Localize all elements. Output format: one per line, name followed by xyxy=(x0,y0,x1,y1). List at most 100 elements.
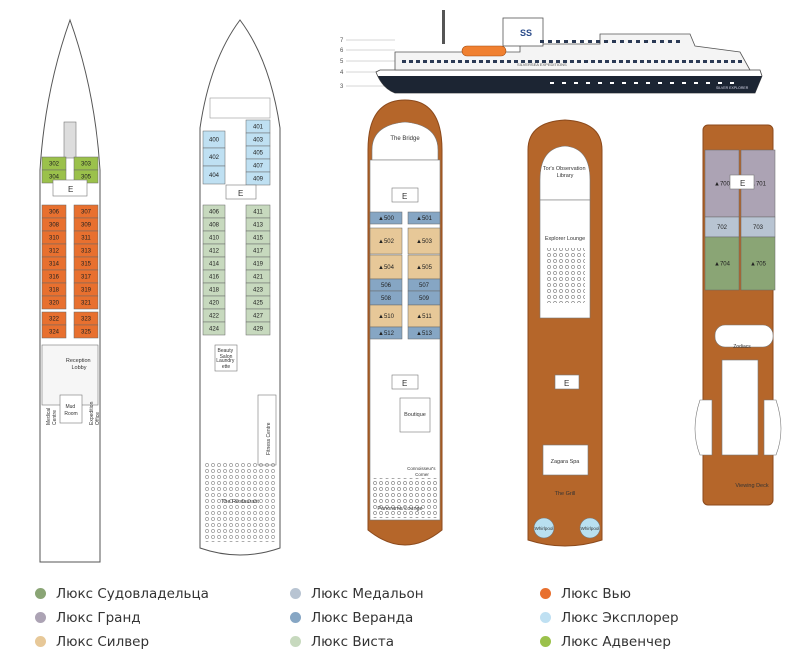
deck-6-stairs xyxy=(554,374,580,390)
deck-7-viewing-label: Viewing Deck xyxy=(735,483,768,489)
elevator-icon: E xyxy=(740,179,745,188)
window xyxy=(580,40,584,43)
window xyxy=(437,60,441,63)
deck-5-stairs xyxy=(391,187,419,203)
deck-4-restaurant-label: The Restaurant xyxy=(221,499,259,505)
deck-5-boutique-label: Boutique xyxy=(404,412,426,418)
suite-513 xyxy=(407,326,441,340)
window xyxy=(652,40,656,43)
deck-4-laundry-label: Laundry ette xyxy=(216,358,235,370)
window xyxy=(605,60,609,63)
window xyxy=(493,60,497,63)
window xyxy=(619,60,623,63)
suite-404 xyxy=(202,165,226,185)
window xyxy=(591,60,595,63)
window xyxy=(570,60,574,63)
lifeboat xyxy=(461,45,507,57)
window xyxy=(731,60,735,63)
window xyxy=(689,60,693,63)
window xyxy=(577,60,581,63)
legend-swatch xyxy=(35,587,46,599)
window xyxy=(423,60,427,63)
suite-402-number: 402 xyxy=(209,155,220,161)
window xyxy=(542,60,546,63)
suite-309-number: 309 xyxy=(81,223,92,229)
hull-stern-name: SILVER EXPLORER xyxy=(716,86,749,90)
legend-swatch xyxy=(35,611,46,623)
suite-312-number: 312 xyxy=(49,249,60,255)
deck-level-5: 5 xyxy=(340,59,344,65)
window xyxy=(596,40,600,43)
legend-item: Люкс Адвенчер xyxy=(540,633,671,651)
porthole xyxy=(634,82,638,84)
window xyxy=(556,40,560,43)
porthole xyxy=(658,82,662,84)
deck-7-zodiac-area xyxy=(714,324,774,348)
deck-7-stairs xyxy=(729,174,755,190)
suite-416-number: 416 xyxy=(209,275,220,281)
suite-501-number: ▲501 xyxy=(416,216,433,222)
deck-7-zodiac-right xyxy=(763,399,782,456)
window xyxy=(584,60,588,63)
window xyxy=(636,40,640,43)
deck-3-stairs xyxy=(52,179,88,197)
window xyxy=(563,60,567,63)
window xyxy=(472,60,476,63)
porthole xyxy=(718,82,722,84)
window xyxy=(738,60,742,63)
window xyxy=(654,60,658,63)
deck-4: 4004024044064084104124144164184204224244… xyxy=(199,19,281,556)
suite-507-number: 507 xyxy=(419,283,430,289)
legend-label: Люкс Медальон xyxy=(311,586,424,602)
suite-321 xyxy=(73,295,99,310)
suite-316-number: 316 xyxy=(49,275,60,281)
legend-swatch xyxy=(290,635,301,647)
window xyxy=(549,60,553,63)
window xyxy=(633,60,637,63)
ship-mast xyxy=(442,10,445,44)
legend-swatch xyxy=(540,587,551,599)
suite-404-number: 404 xyxy=(209,173,220,179)
suite-310-number: 310 xyxy=(49,236,60,242)
legend-item: Люкс Медальон xyxy=(290,585,424,603)
suite-502-number: ▲502 xyxy=(378,239,395,245)
whirlpool-left-label: Whirlpool xyxy=(535,526,554,531)
deck-6-spa xyxy=(542,444,589,476)
suite-419-number: 419 xyxy=(253,262,264,268)
deck-5-boutique xyxy=(399,397,431,433)
whirlpool-right xyxy=(579,517,601,539)
deck-3-medical: Medical Centre xyxy=(46,406,58,425)
deck-6: Tor's Observation Library Explorer Loung… xyxy=(527,119,603,547)
suite-502 xyxy=(369,227,403,255)
legend-item: Люкс Виста xyxy=(290,633,394,651)
legend-swatch xyxy=(290,611,301,623)
porthole xyxy=(646,82,650,84)
suite-413-number: 413 xyxy=(253,223,264,229)
legend-label: Люкс Виста xyxy=(311,634,394,650)
deck-4-beauty-label: Beauty Salon xyxy=(218,348,235,360)
suite-423-number: 423 xyxy=(253,288,264,294)
deck-level-7: 7 xyxy=(340,38,344,44)
deck-7-zodiac-left xyxy=(694,399,713,456)
reception-line1: Reception xyxy=(66,358,91,364)
legend-item: Люкс Судовладельца xyxy=(35,585,209,603)
exp-line2: Office xyxy=(95,412,101,425)
legend-label: Люкс Эксплорер xyxy=(561,610,679,626)
window xyxy=(535,60,539,63)
suite-503-number: ▲503 xyxy=(416,239,433,245)
legend-label: Люкс Адвенчер xyxy=(561,634,671,650)
suite-501 xyxy=(407,211,441,225)
ship-funnel xyxy=(502,17,544,47)
elevator-icon: E xyxy=(68,185,73,194)
deck-7-zodiacs-label: Zodiacs xyxy=(733,344,751,350)
legend-item: Люкс Веранда xyxy=(290,609,413,627)
window xyxy=(710,60,714,63)
suite-407-number: 407 xyxy=(253,164,264,170)
suite-512 xyxy=(369,326,403,340)
suite-322-number: 322 xyxy=(49,317,60,323)
suite-405-number: 405 xyxy=(253,151,264,157)
suite-701 xyxy=(740,149,776,218)
suite-503 xyxy=(407,227,441,255)
